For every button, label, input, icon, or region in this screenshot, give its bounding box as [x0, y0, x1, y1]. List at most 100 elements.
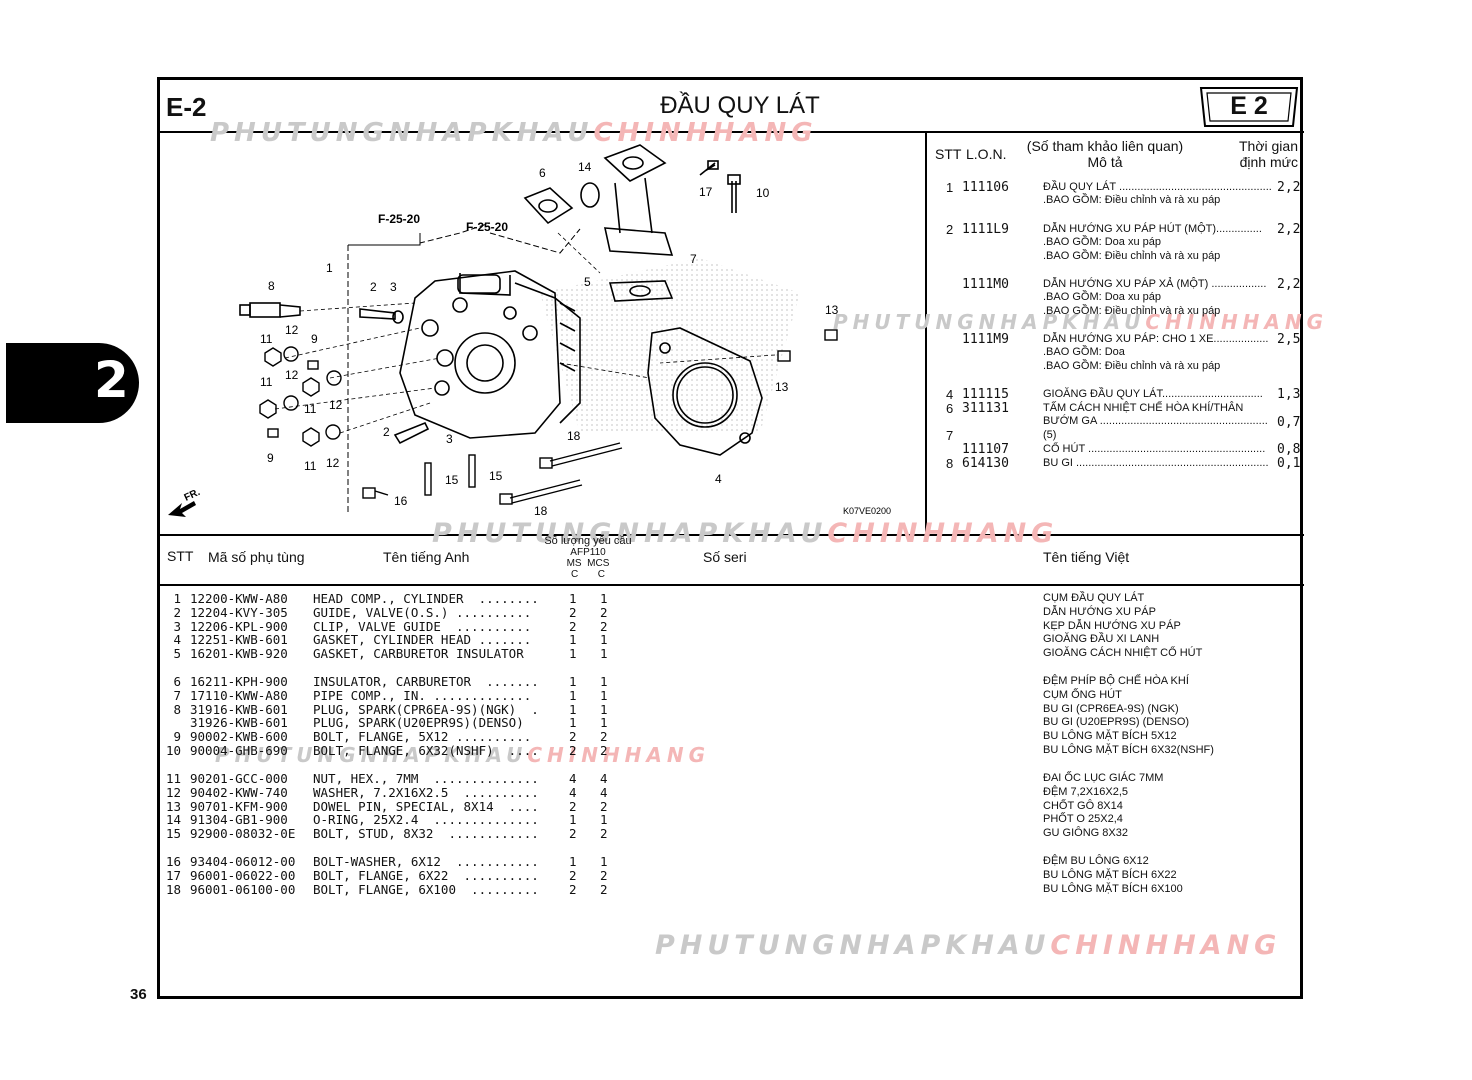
- qty-ms: 2: [569, 604, 577, 620]
- callout: 15: [445, 473, 459, 487]
- callout: 18: [567, 429, 581, 443]
- qty-mcs: 1: [600, 674, 608, 689]
- qty-ms: 1: [569, 701, 577, 717]
- intake-pipe: [603, 144, 674, 256]
- studs: [424, 454, 476, 496]
- parts-header-name-en: Tên tiếng Anh: [383, 549, 470, 565]
- part-name-vi: CỤM ĐẦU QUY LÁT: [1043, 592, 1145, 604]
- lon-desc: ĐẦU QUY LÁT ............................…: [1043, 181, 1272, 193]
- page-number: 36: [130, 986, 147, 1003]
- qty-ms: 1: [569, 854, 577, 869]
- part-name-vi: ĐỆM 7,2X16X2,5: [1043, 785, 1128, 798]
- callout: 11: [304, 402, 317, 416]
- callout: 2: [383, 425, 390, 439]
- part-number: 96001-06022-00: [190, 867, 296, 883]
- part-name-vi: BU GI (U20EPR9S) (DENSO): [1043, 716, 1190, 729]
- lon-code: 111115: [962, 387, 1009, 402]
- qty-mcs: 1: [600, 854, 608, 869]
- part-name-vi: BU LÔNG MẶT BÍCH 5X12: [1043, 730, 1177, 743]
- part-number: 91304-GB1-900: [190, 812, 288, 828]
- part-row-stt: 10: [166, 743, 182, 758]
- table-header-divider: [158, 584, 1304, 586]
- lon-code: 1111M9: [962, 332, 1009, 347]
- qty-ms: 1: [569, 674, 577, 689]
- lon-header-stt: STT: [935, 146, 962, 162]
- qty-mcs: 1: [600, 632, 608, 648]
- qty-mcs: 2: [600, 867, 608, 883]
- callout: 12: [326, 456, 340, 470]
- part-number: 90402-KWW-740: [190, 784, 288, 800]
- lon-desc: GIOĂNG ĐẦU QUY LÁT......................…: [1043, 388, 1263, 400]
- part-number: 12200-KWW-A80: [190, 591, 288, 606]
- lon-stt: 2: [946, 222, 954, 237]
- part-number: 90201-GCC-000: [190, 771, 288, 786]
- section-tab-number: 2: [94, 351, 129, 409]
- part-name-vi: PHỐT O 25X2,4: [1043, 813, 1123, 826]
- dowel-pin: [777, 350, 791, 362]
- callout: 1: [326, 261, 333, 275]
- flange-bolts: [699, 160, 741, 213]
- lon-desc: .BAO GỒM: Doa xu páp: [1043, 291, 1161, 303]
- lon-time: 2,2: [1277, 180, 1301, 195]
- part-number: 90002-KWB-600: [190, 729, 288, 745]
- part-row-stt: 11: [166, 771, 182, 786]
- lon-code: 1111L9: [962, 222, 1009, 237]
- lon-desc: (5): [1043, 429, 1057, 441]
- part-name-vi: BU GI (CPR6EA-9S) (NGK): [1043, 702, 1179, 715]
- lon-time: 0,1: [1277, 456, 1301, 471]
- lon-desc: DẪN HƯỚNG XU PÁP: CHO 1 XE..............…: [1043, 333, 1269, 345]
- part-name-vi: BU LÔNG MẶT BÍCH 6X22: [1043, 868, 1177, 881]
- qty-mcs: 2: [600, 604, 608, 620]
- qty-ms: 4: [569, 771, 577, 786]
- nuts-washers: [259, 346, 342, 447]
- lon-stt: 7: [946, 428, 954, 443]
- qty-ms: 1: [569, 591, 577, 606]
- qty-mcs: 1: [600, 812, 608, 828]
- part-name-en: DOWEL PIN, SPECIAL, 8X14 ....: [313, 798, 539, 814]
- part-name-en: WASHER, 7.2X16X2.5 ..........: [313, 784, 539, 800]
- part-name-en: NUT, HEX., 7MM ..............: [313, 771, 539, 786]
- part-row-stt: 15: [166, 826, 182, 842]
- qty-ms: 2: [569, 867, 577, 883]
- lon-time: 2,2: [1277, 277, 1301, 292]
- mid-divider: [158, 534, 1304, 536]
- part-name-en: CLIP, VALVE GUIDE ..........: [313, 618, 532, 634]
- part-name-en: PLUG, SPARK(CPR6EA-9S)(NGK) .: [313, 701, 539, 717]
- callout: 12: [329, 398, 343, 412]
- fr-label: FR.: [183, 487, 202, 504]
- qty-ms: 2: [569, 618, 577, 634]
- part-number: 12251-KWB-601: [190, 632, 288, 648]
- qty-mcs: 2: [600, 743, 608, 758]
- parts-header-part-no: Mã số phụ tùng: [208, 549, 305, 565]
- part-number: 31926-KWB-601: [190, 715, 288, 731]
- callout: 13: [775, 380, 789, 394]
- qty-ms: 1: [569, 632, 577, 648]
- qty-mcs: 1: [600, 591, 608, 606]
- part-row-stt: 17: [166, 867, 182, 883]
- callout: 2: [370, 280, 377, 294]
- qty-mcs: 1: [600, 687, 608, 703]
- part-number: 17110-KWW-A80: [190, 687, 288, 703]
- qty-mcs: 1: [600, 646, 608, 662]
- lon-code: 311131: [962, 401, 1009, 416]
- section-badge: E 2: [1199, 86, 1299, 128]
- qty-mcs: 4: [600, 771, 608, 786]
- callout: 10: [756, 186, 770, 200]
- lon-desc: CỔ HÚT .................................…: [1043, 443, 1266, 455]
- parts-header-name-vi: Tên tiếng Việt: [1043, 549, 1130, 565]
- lon-desc: .BAO GỒM: Doa: [1043, 346, 1125, 358]
- lon-desc: BU GI ..................................…: [1043, 457, 1269, 469]
- part-name-vi: KẸP DẪN HƯỚNG XU PÁP: [1043, 619, 1181, 632]
- part-number: 16211-KPH-900: [190, 674, 288, 689]
- callout: 4: [715, 472, 722, 486]
- valve-guides: [359, 308, 430, 445]
- lon-desc: BƯỚM GA ................................…: [1043, 415, 1268, 427]
- qty-ms: 1: [569, 715, 577, 731]
- watermark: PHUTUNGNHAPKHAUCHINHHANG: [432, 518, 1059, 549]
- qty-mcs: 2: [600, 826, 608, 842]
- lon-desc: DẪN HƯỚNG XU PÁP XẢ (MỘT) ..............…: [1043, 278, 1267, 290]
- callout: 18: [534, 504, 548, 518]
- callout: 15: [489, 469, 503, 483]
- lon-code: 1111M0: [962, 277, 1009, 292]
- part-name-en: GASKET, CARBURETOR INSULATOR: [313, 646, 524, 662]
